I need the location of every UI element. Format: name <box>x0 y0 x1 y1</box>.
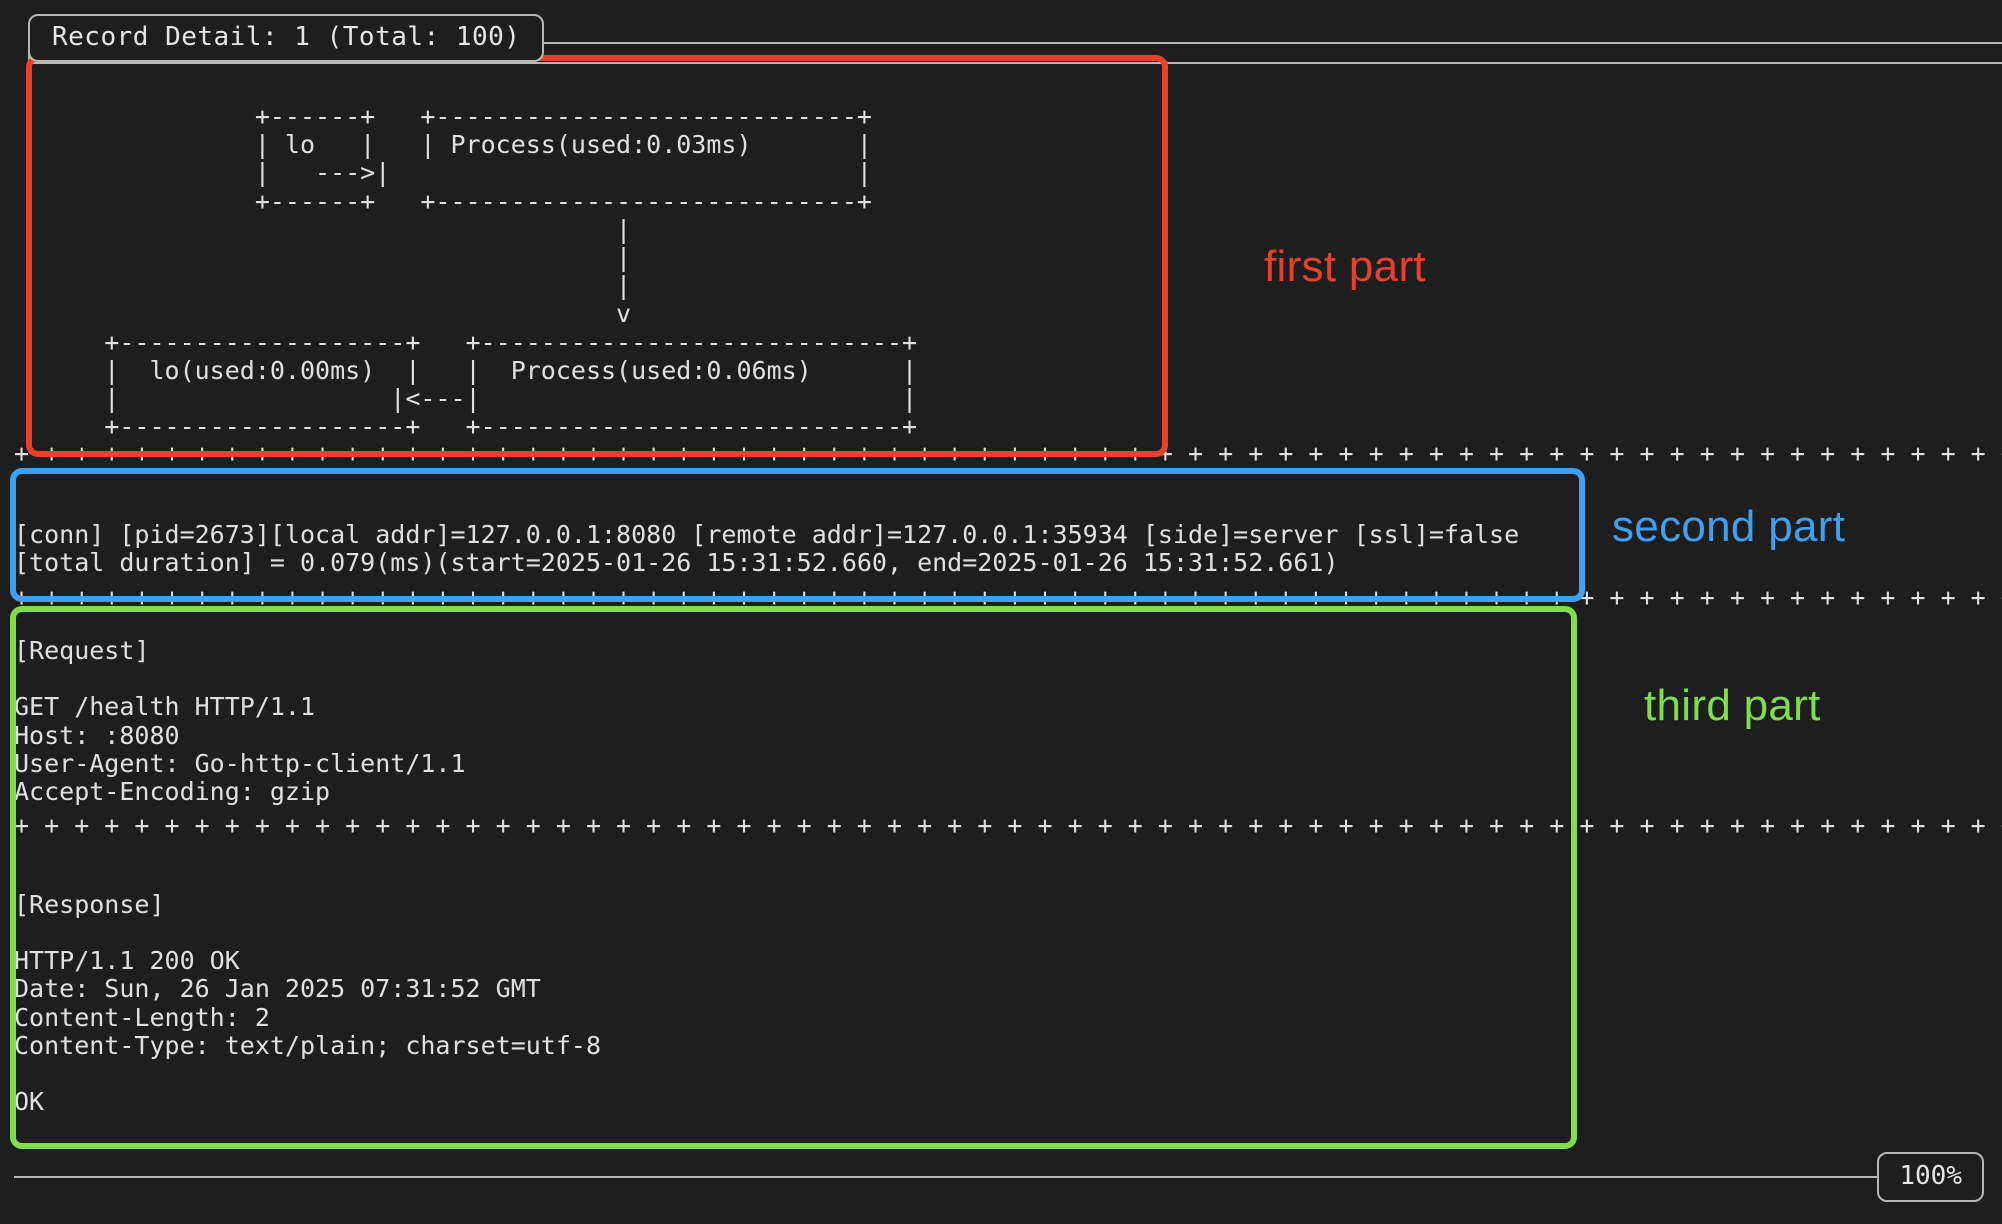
connection-summary: [conn] [pid=2673][local addr]=127.0.0.1:… <box>14 520 1520 578</box>
footer-divider <box>14 1176 1882 1178</box>
topology-ascii-diagram: +------+ +----------------------------+ … <box>104 102 918 442</box>
page-title: Record Detail: 1 (Total: 100) <box>28 14 545 62</box>
annotation-label-first-part: first part <box>1264 242 1426 291</box>
request-response-body: [Request] GET /health HTTP/1.1 Host: :80… <box>14 636 601 1117</box>
annotation-label-second-part: second part <box>1612 502 1846 551</box>
zoom-level-indicator: 100% <box>1877 1152 1984 1202</box>
separator-row-top: + + + + + + + + + + + + + + + + + + + + … <box>14 440 2002 468</box>
panel-title-underline <box>28 62 2002 64</box>
annotation-label-third-part: third part <box>1644 681 1821 730</box>
separator-row-inner: + + + + + + + + + + + + + + + + + + + + … <box>14 812 2002 840</box>
panel-top-border <box>470 42 2002 44</box>
separator-row-middle: + + + + + + + + + + + + + + + + + + + + … <box>14 584 2002 612</box>
